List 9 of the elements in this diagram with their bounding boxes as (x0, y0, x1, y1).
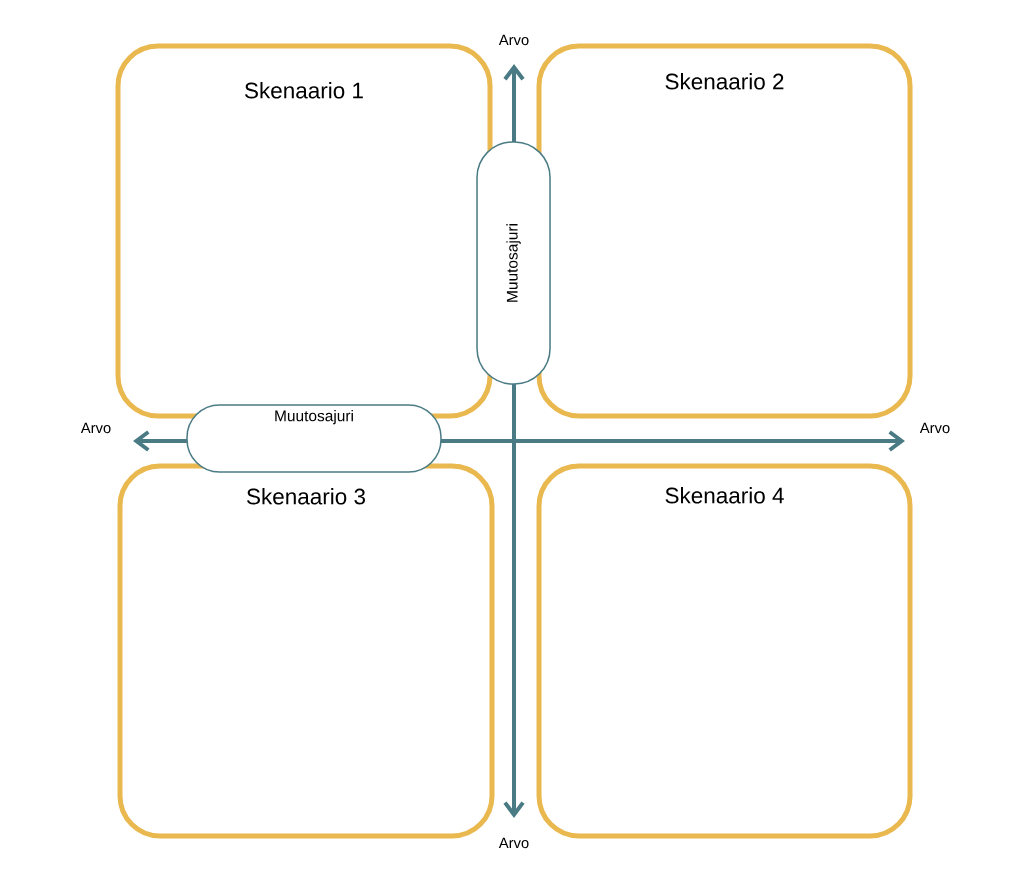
axis-label: Arvo (498, 34, 529, 46)
axis-label: Arvo (80, 422, 111, 434)
driver-pill: Muutosajuri (476, 141, 551, 385)
scenario-box: Skenaario 4 (536, 463, 913, 839)
scenario-box: Skenaario 2 (536, 43, 913, 419)
axis-label: Arvo (498, 837, 529, 849)
scenario-box: Skenaario 3 (117, 463, 495, 839)
axis-label: Arvo (919, 422, 950, 434)
driver-pill: Muutosajuri (186, 404, 442, 473)
